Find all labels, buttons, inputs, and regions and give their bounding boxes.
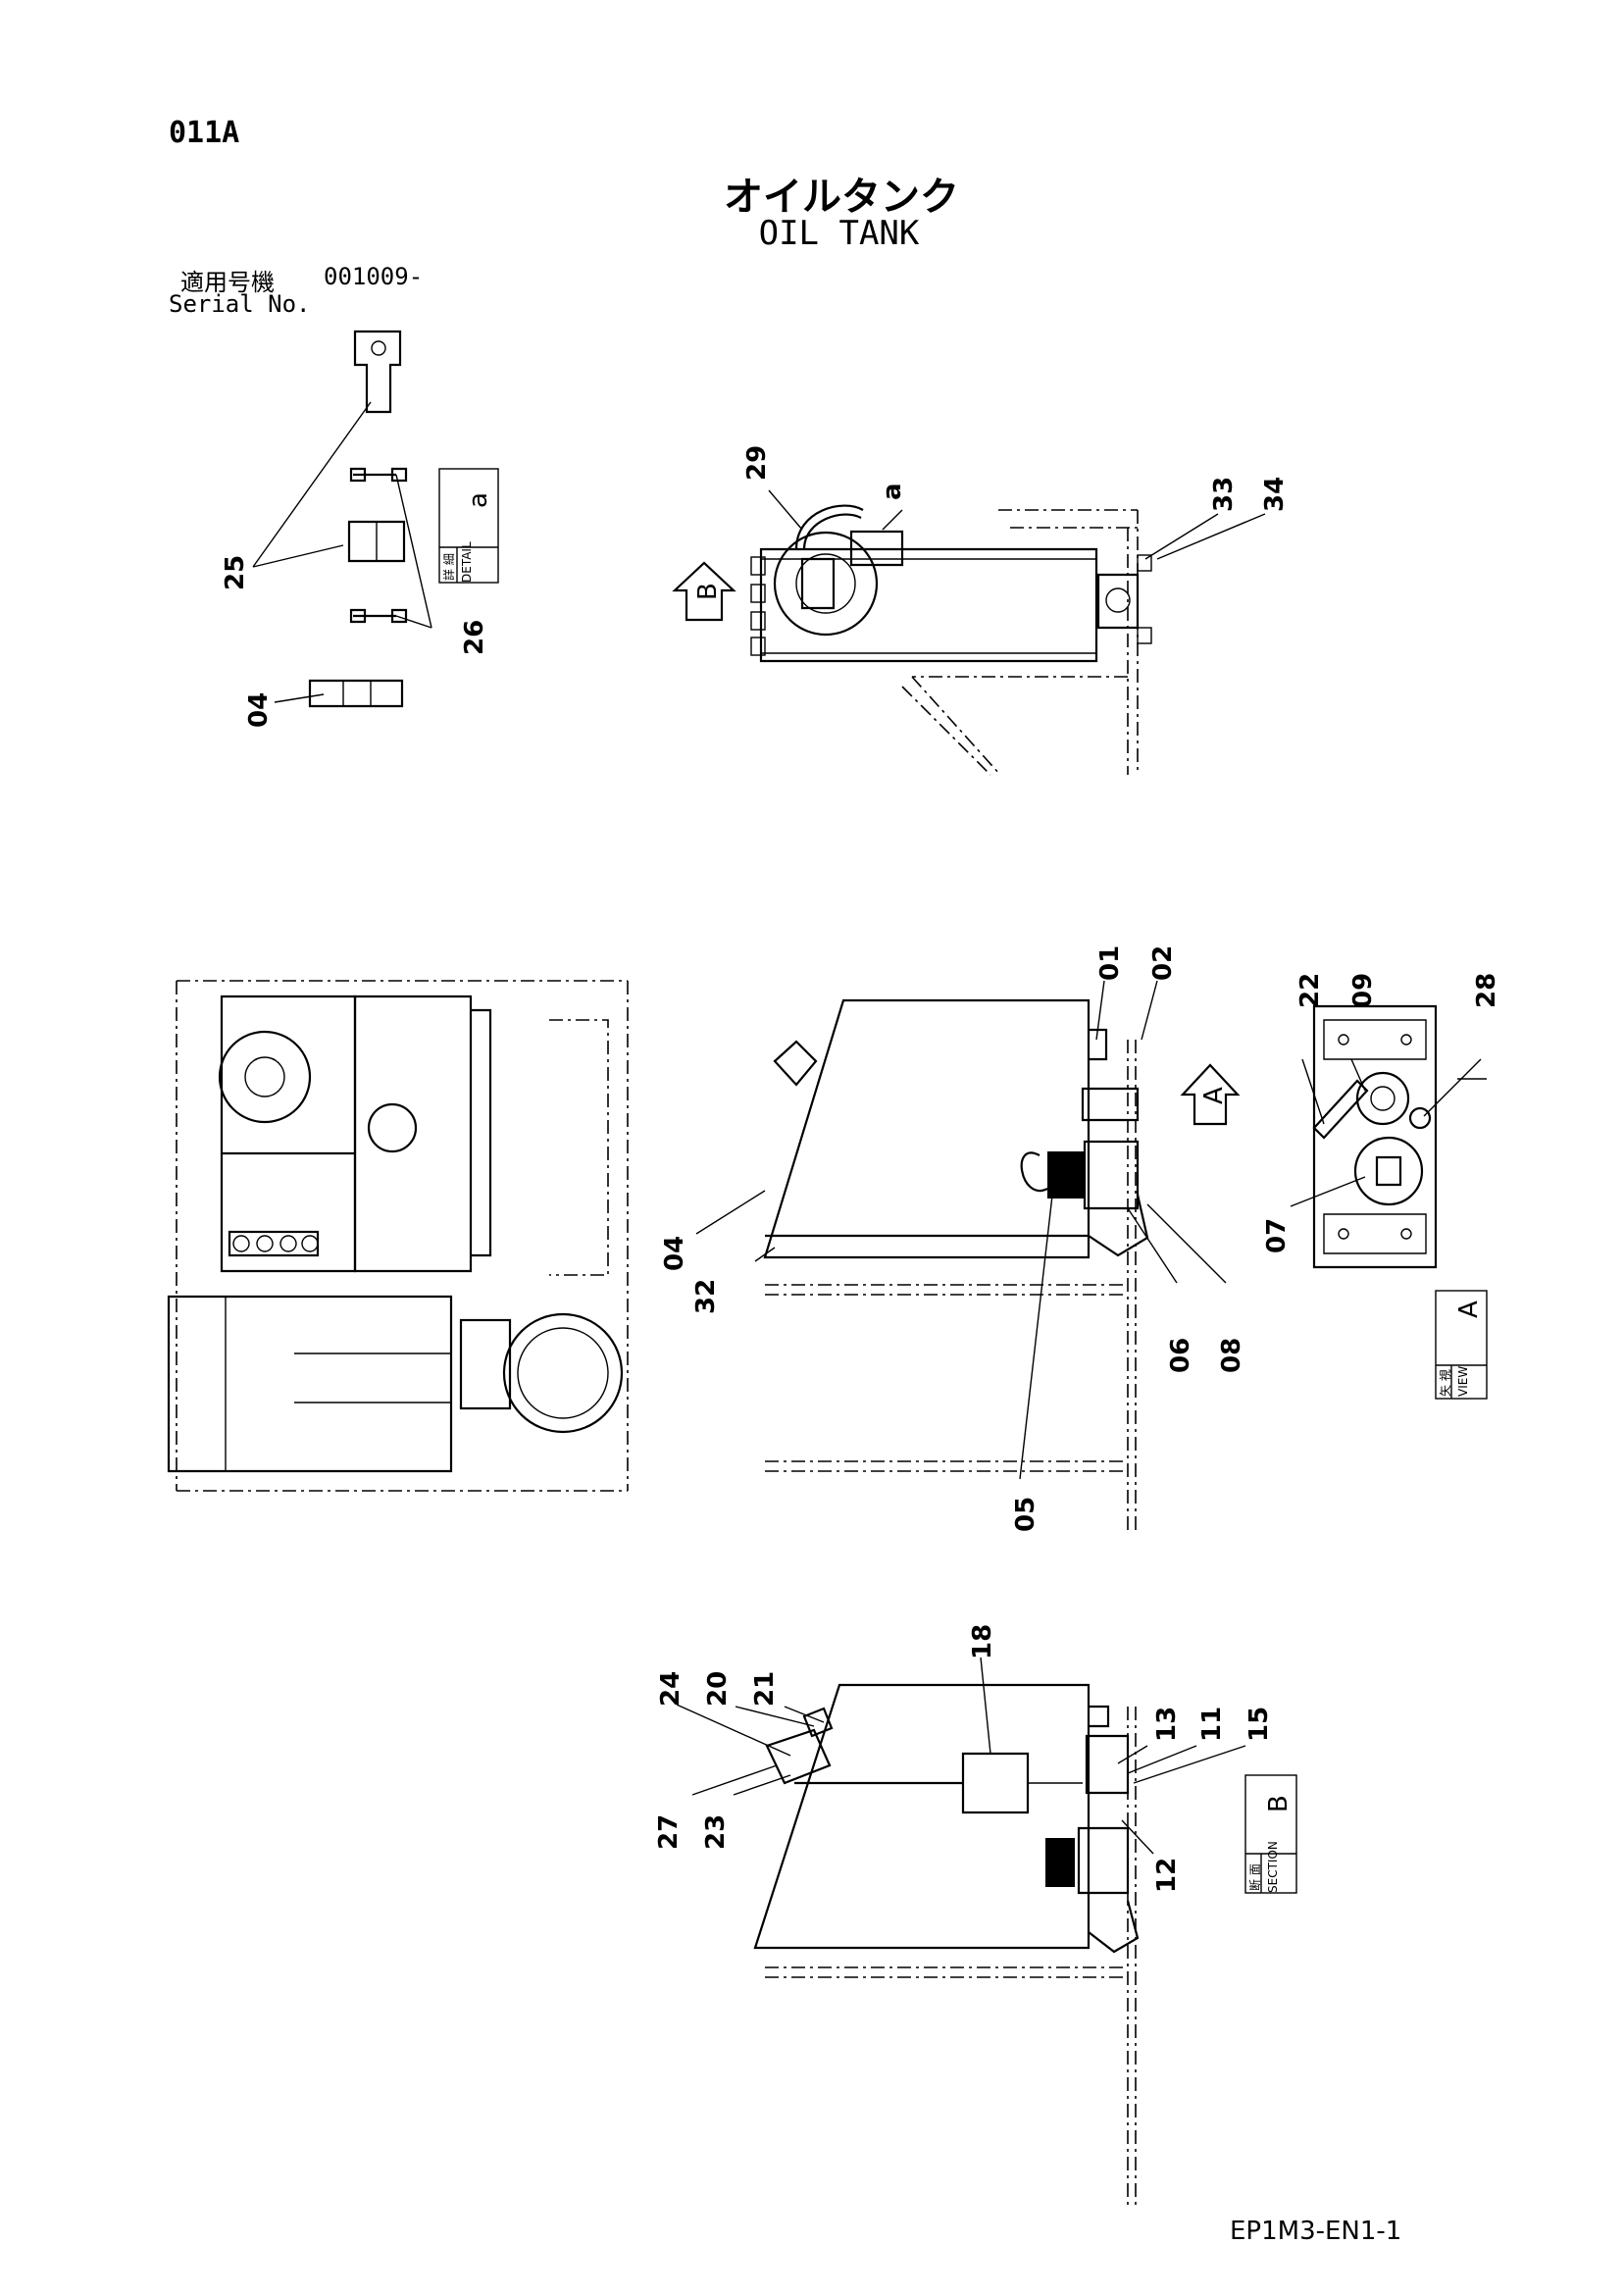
arrow-a-label: A (1199, 1087, 1229, 1104)
callout-28: 28 (1472, 973, 1501, 1008)
callout-23: 23 (701, 1814, 731, 1850)
callout-29: 29 (742, 445, 772, 481)
callout-18: 18 (968, 1624, 997, 1659)
section-label-jp: 断 面 (1247, 1863, 1262, 1891)
detail-id: a (464, 492, 493, 508)
callout-13: 13 (1152, 1707, 1182, 1742)
callout-07: 07 (1262, 1218, 1292, 1253)
callout-33: 33 (1209, 477, 1239, 512)
callout-01: 01 (1095, 945, 1125, 981)
callout-08: 08 (1217, 1338, 1246, 1373)
view-label-jp: 矢 視 (1438, 1369, 1452, 1397)
serial-label-english: Serial No. (169, 290, 311, 318)
callout-06: 06 (1166, 1338, 1195, 1373)
callout-32: 32 (691, 1279, 721, 1314)
callout-04-detail: 04 (244, 692, 274, 728)
callout-15: 15 (1244, 1707, 1274, 1742)
callout-34: 34 (1260, 477, 1290, 512)
callout-22: 22 (1295, 973, 1325, 1008)
detail-a-group (252, 330, 499, 708)
document-number: EP1M3-EN1-1 (1230, 2217, 1402, 2246)
view-a-group (1290, 1004, 1488, 1400)
detail-label-jp: 詳 細 (441, 553, 456, 581)
plan-view-group (167, 980, 629, 1492)
serial-value: 001009- (324, 263, 424, 290)
callout-21: 21 (750, 1671, 780, 1707)
callout-26: 26 (460, 620, 489, 655)
callout-a-small: a (878, 483, 907, 500)
callout-09: 09 (1348, 973, 1378, 1008)
callout-04-side: 04 (660, 1236, 689, 1271)
title-english: OIL TANK (758, 214, 920, 253)
top-view-group (672, 489, 1266, 776)
callout-20: 20 (703, 1671, 733, 1707)
section-id: B (1264, 1795, 1294, 1812)
title-japanese: オイルタンク (724, 175, 959, 220)
callout-11: 11 (1197, 1707, 1227, 1742)
section-b-group (676, 1657, 1297, 2207)
callout-02: 02 (1148, 945, 1178, 981)
view-id: A (1454, 1301, 1484, 1318)
callout-24: 24 (656, 1671, 685, 1707)
callout-25: 25 (221, 555, 250, 590)
callout-27: 27 (654, 1814, 684, 1850)
page-code: 011A (169, 116, 240, 150)
arrow-b-label: B (693, 583, 723, 600)
detail-label-en: DETAIL (460, 541, 474, 583)
serial-label-japanese: 適用号機 (180, 269, 275, 296)
callout-12: 12 (1152, 1858, 1182, 1893)
side-view-group (695, 980, 1241, 1530)
callout-05: 05 (1011, 1497, 1040, 1532)
view-label-en: VIEW (1456, 1366, 1470, 1397)
section-label-en: SECTION (1266, 1841, 1280, 1893)
